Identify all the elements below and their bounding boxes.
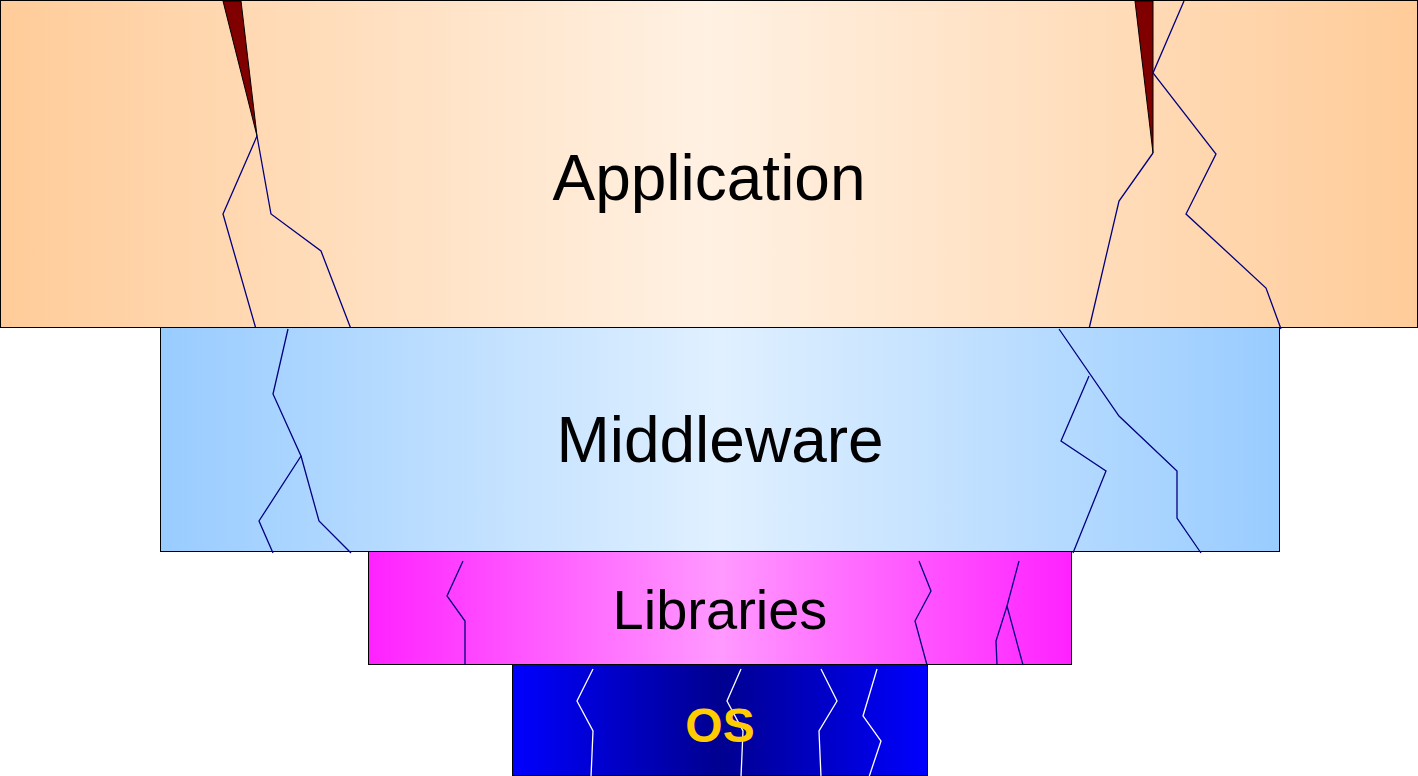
layer-label: Application	[552, 146, 865, 210]
application-band: Application	[0, 0, 1418, 328]
layer-label: Middleware	[556, 408, 883, 472]
layer-label: OS	[685, 702, 754, 750]
libraries-band: Libraries	[368, 551, 1072, 665]
middleware-band: Middleware	[160, 327, 1280, 552]
layer-label: Libraries	[613, 582, 828, 638]
os-band: OS	[512, 664, 928, 776]
